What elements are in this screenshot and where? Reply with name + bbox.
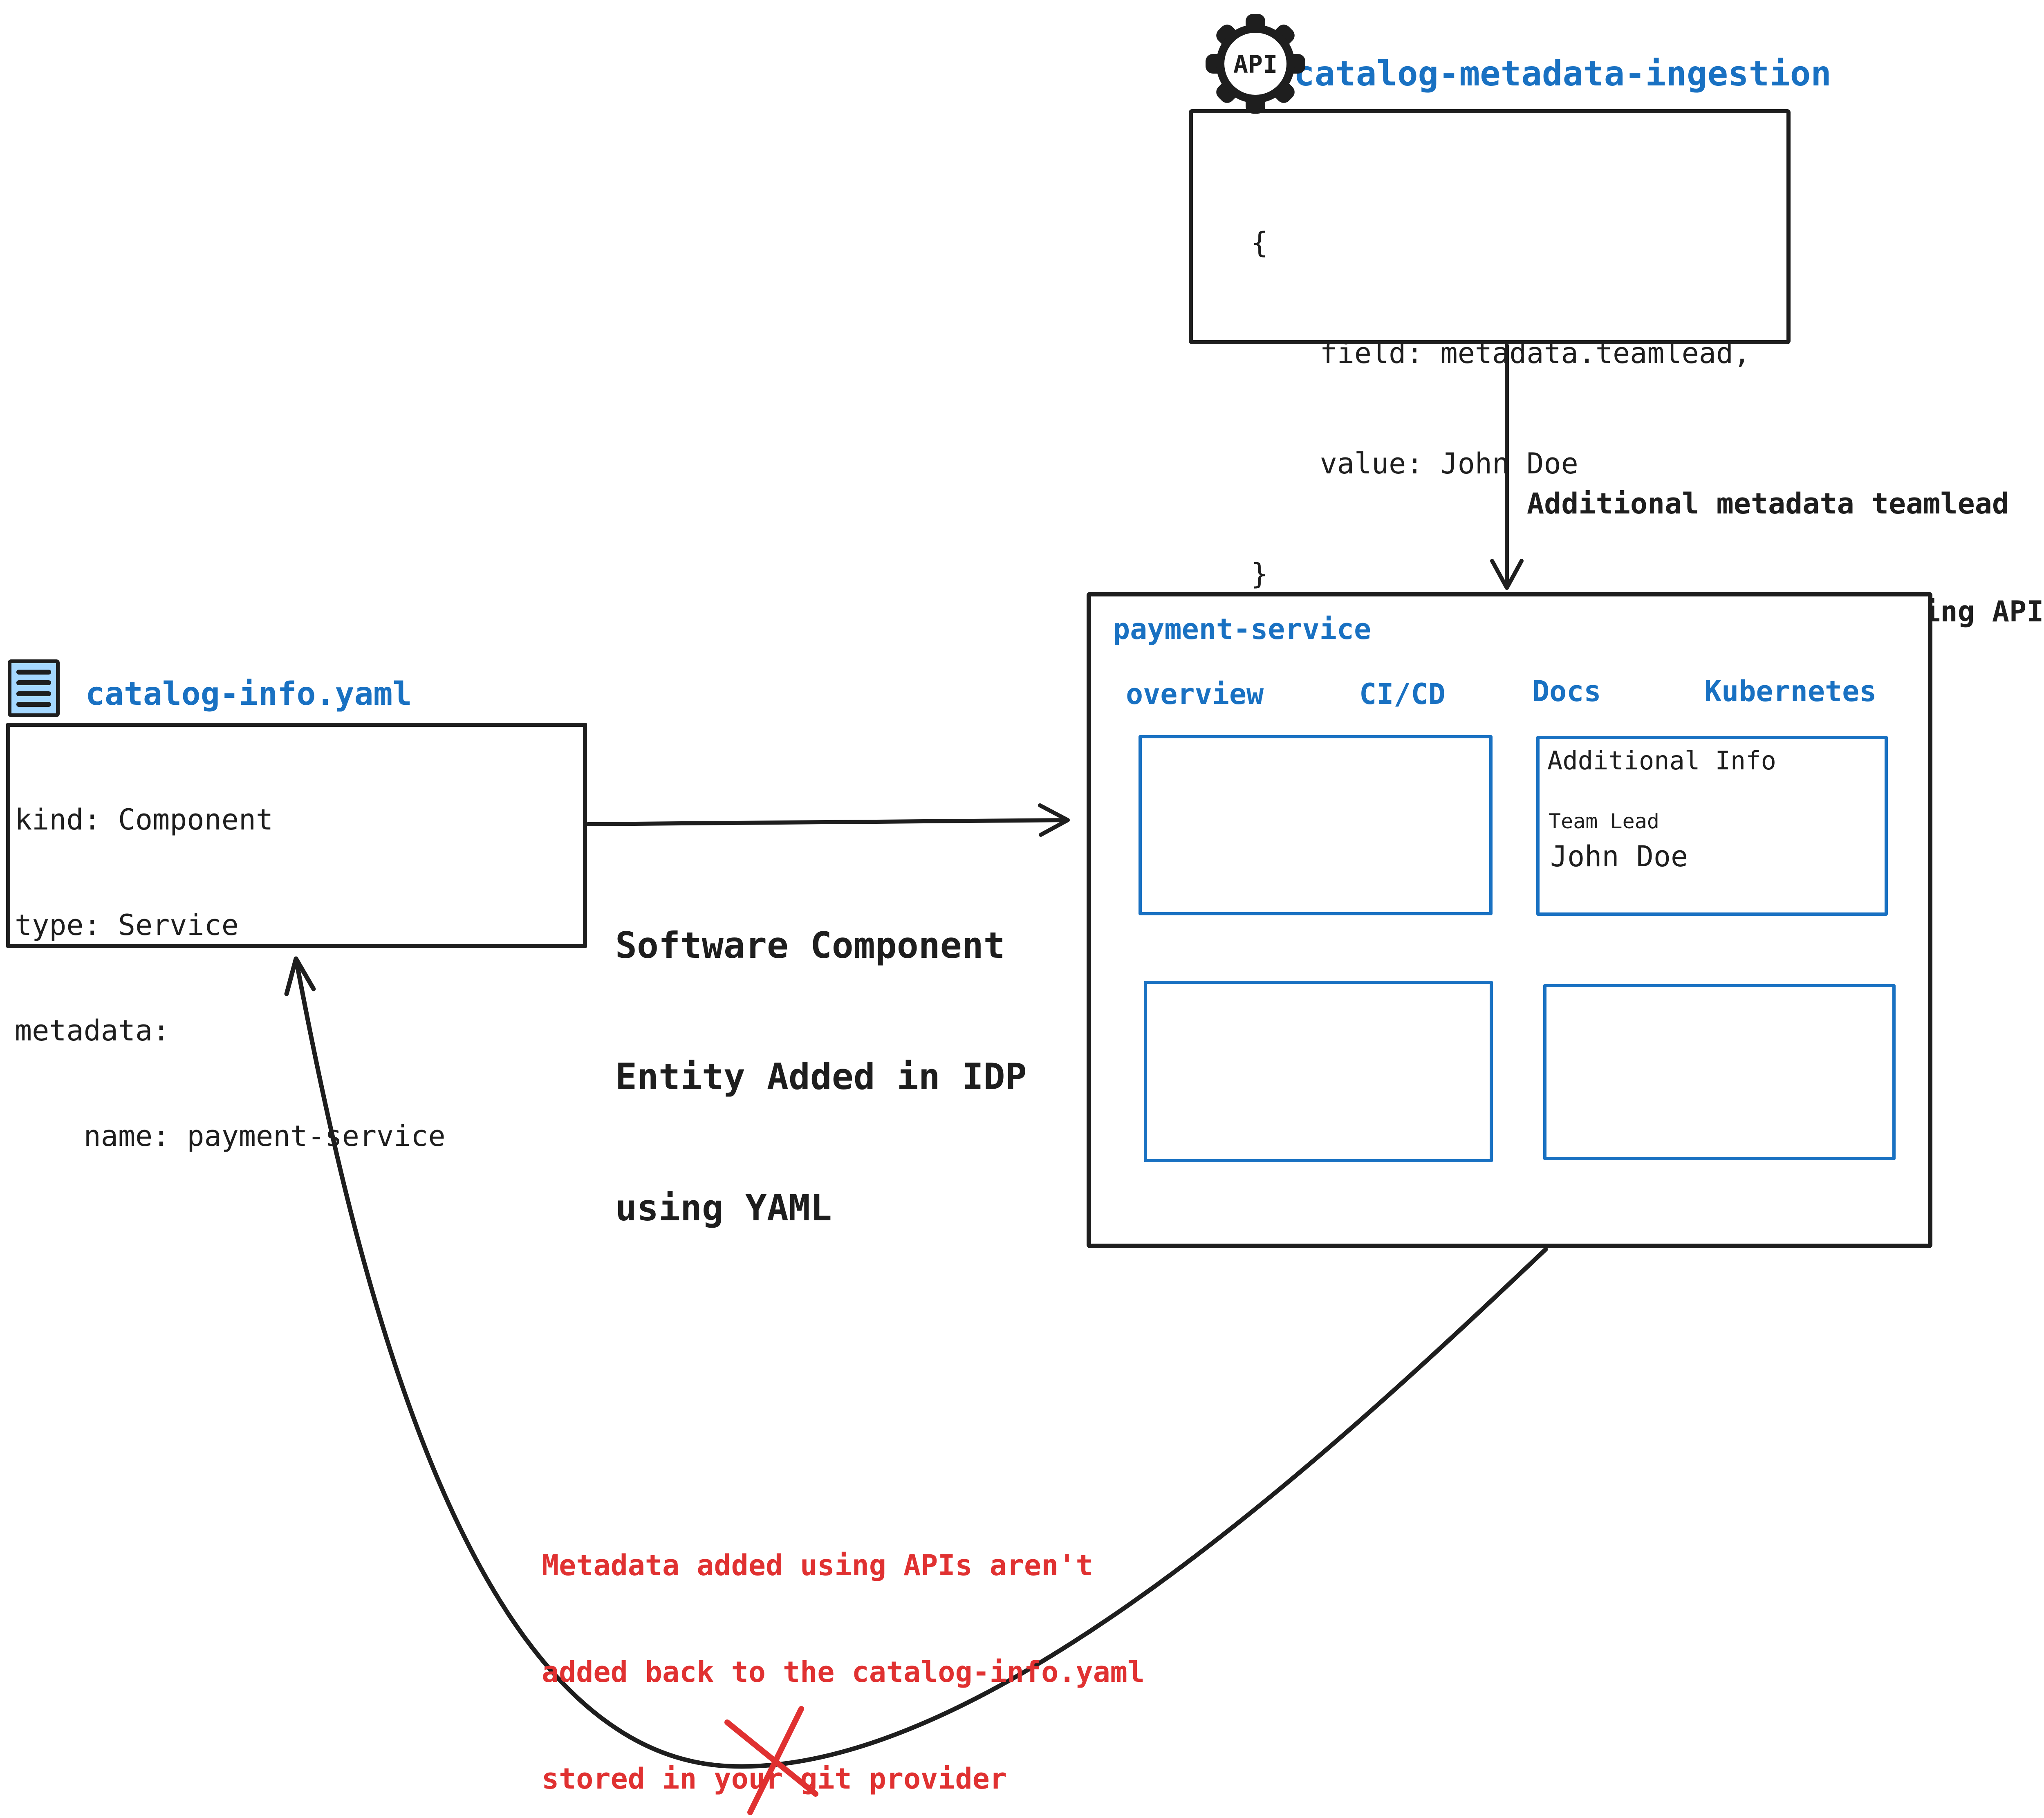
feedback-curve-arrow bbox=[284, 956, 1548, 1769]
tab-cicd: CI/CD bbox=[1359, 677, 1446, 711]
api-gear-label: API bbox=[1233, 50, 1277, 79]
yaml-line-3: metadata: bbox=[15, 1014, 170, 1047]
yaml-file-icon bbox=[8, 659, 60, 717]
tab-overview: overview bbox=[1126, 677, 1264, 711]
payment-service-title: payment-service bbox=[1113, 612, 1372, 646]
yaml-arrow-label: Software Component Entity Added in IDP u… bbox=[615, 836, 1027, 1317]
api-arrow-label-line1: Additional metadata teamlead bbox=[1527, 487, 2010, 520]
feedback-warning-note: Metadata added using APIs aren't added b… bbox=[542, 1477, 1145, 1818]
yaml-line-4: name: payment-service bbox=[15, 1119, 446, 1153]
panel-overview-content bbox=[1139, 735, 1493, 915]
warning-line-3: stored in your git provider bbox=[542, 1762, 1007, 1796]
doc-icon-line bbox=[16, 691, 51, 696]
yaml-arrow-label-line2: Entity Added in IDP bbox=[615, 1056, 1027, 1098]
payload-line-4: } bbox=[1251, 557, 1269, 591]
tab-docs: Docs bbox=[1532, 675, 1601, 708]
catalog-file-title: catalog-info.yaml bbox=[85, 676, 412, 713]
gear-hub bbox=[1224, 33, 1286, 95]
yaml-arrow-label-line3: using YAML bbox=[615, 1187, 832, 1229]
api-ingestion-title: catalog-metadata-ingestion bbox=[1294, 54, 1831, 94]
team-lead-label: Team Lead bbox=[1549, 809, 1659, 833]
payload-line-3: value: John Doe bbox=[1251, 447, 1578, 480]
payload-line-1: { bbox=[1251, 226, 1269, 260]
tab-kubernetes: Kubernetes bbox=[1704, 675, 1877, 708]
doc-icon-line bbox=[16, 702, 51, 707]
not-synced-cross-icon bbox=[724, 1706, 818, 1815]
warning-line-2: added back to the catalog-info.yaml bbox=[542, 1655, 1145, 1689]
additional-info-heading: Additional Info bbox=[1547, 746, 1776, 776]
yaml-to-idp-arrow bbox=[586, 803, 1070, 837]
warning-line-1: Metadata added using APIs aren't bbox=[542, 1549, 1093, 1582]
ingest-arrow bbox=[1490, 343, 1524, 590]
api-payload-code: { field: metadata.teamlead, value: John … bbox=[1251, 151, 1750, 666]
yaml-line-2: type: Service bbox=[15, 908, 239, 942]
catalog-yaml-box bbox=[6, 723, 587, 948]
panel-bottom-left bbox=[1144, 981, 1493, 1162]
yaml-arrow-label-line1: Software Component bbox=[615, 924, 1005, 966]
panel-docs-content bbox=[1536, 736, 1888, 916]
doc-icon-line bbox=[16, 670, 51, 675]
doc-icon-line bbox=[16, 680, 51, 686]
api-gear-icon: API bbox=[1190, 7, 1305, 114]
panel-bottom-right bbox=[1543, 984, 1896, 1160]
catalog-yaml-code: kind: Component type: Service metadata: … bbox=[15, 732, 446, 1224]
api-payload-box bbox=[1189, 109, 1791, 344]
yaml-line-1: kind: Component bbox=[15, 803, 273, 836]
team-lead-value: John Doe bbox=[1550, 840, 1688, 873]
payload-line-2: field: metadata.teamlead, bbox=[1251, 336, 1751, 370]
api-gear-icon-svg: API bbox=[1205, 14, 1305, 114]
